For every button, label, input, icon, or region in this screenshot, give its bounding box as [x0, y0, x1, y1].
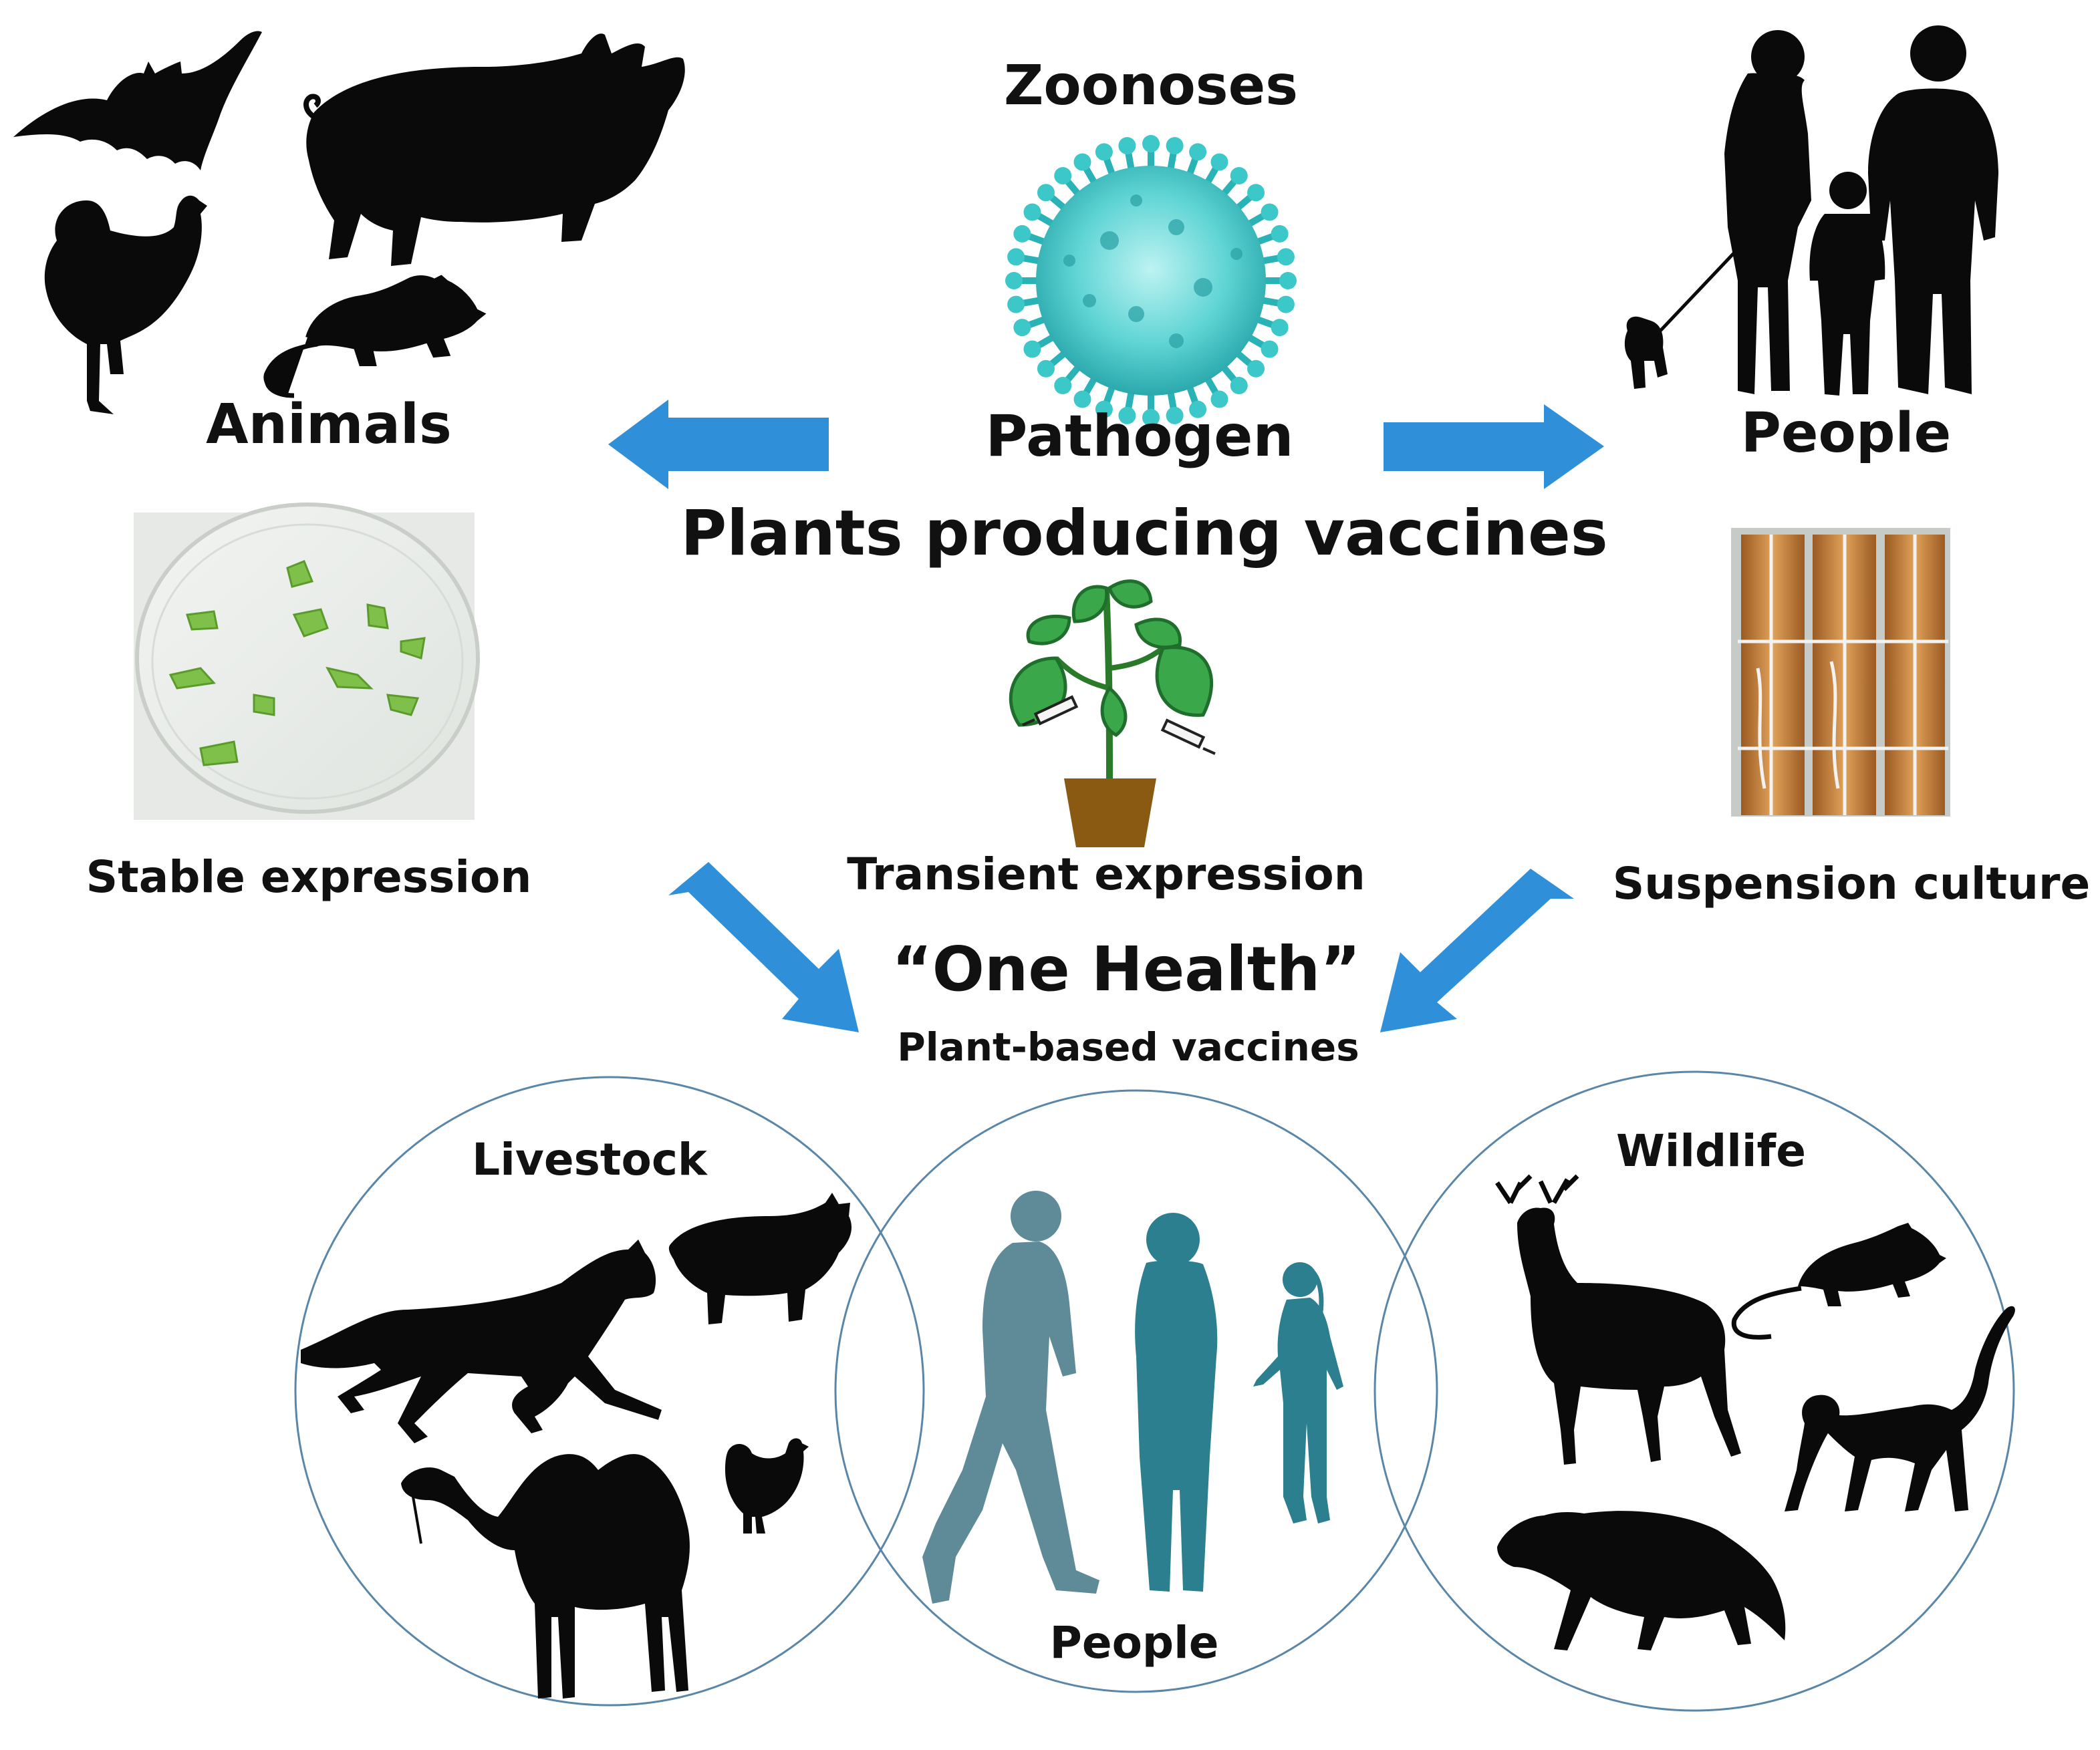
virus-spike-tip — [1054, 377, 1072, 395]
arrow-right-to-people — [1384, 404, 1604, 489]
chicken-icon — [44, 195, 208, 414]
virus-spike-tip — [1007, 248, 1025, 266]
rat-wild-icon — [1731, 1223, 1946, 1340]
virus-spike-tip — [1054, 166, 1072, 184]
monkey-icon — [1785, 1306, 2015, 1511]
plant-syringe-icon — [1009, 579, 1216, 847]
livestock-label: Livestock — [472, 1134, 707, 1185]
virus-spike-tip — [1023, 340, 1041, 358]
virus-spike-tip — [1210, 153, 1228, 171]
bioreactor-photo — [1731, 528, 1950, 817]
stable-expression-label: Stable expression — [86, 851, 532, 903]
virus-spike-tip — [1230, 377, 1248, 395]
virus-spike-tip — [1271, 319, 1289, 337]
virus-spike-tip — [1037, 359, 1055, 378]
arrow-diag-right — [1380, 869, 1574, 1032]
people-top-label: People — [1740, 402, 1952, 465]
wildlife-circle — [1373, 1070, 2015, 1712]
suspension-culture-label: Suspension culture — [1612, 858, 2091, 909]
wildlife-label: Wildlife — [1615, 1125, 1807, 1177]
hen-icon — [725, 1438, 809, 1534]
one-health-label: “One Health” — [892, 933, 1361, 1005]
virus-spike-tip — [1007, 295, 1025, 313]
virus-spike-tip — [1023, 203, 1041, 221]
rat-icon — [263, 275, 487, 398]
walking-man-icon — [922, 1191, 1099, 1604]
virus-spike-tip — [1037, 184, 1055, 202]
virus-spike-tip — [1189, 400, 1207, 418]
virus-spike-tip — [1261, 340, 1279, 358]
pig-icon — [303, 33, 685, 266]
plants-producing-label: Plants producing vaccines — [680, 497, 1608, 570]
virus-spike-tip — [1095, 400, 1113, 418]
bat-icon — [13, 31, 262, 170]
people-bottom-label: People — [1049, 1617, 1219, 1668]
people-circle — [834, 1089, 1438, 1693]
virus-spike-tip — [1230, 166, 1248, 184]
virus-spike-tip — [1279, 272, 1297, 289]
family-icon — [1624, 25, 1998, 396]
animals-label: Animals — [206, 393, 452, 456]
virus-spike-tip — [1142, 409, 1160, 426]
zoonoses-label: Zoonoses — [1003, 54, 1299, 118]
virus-spike-tip — [1142, 135, 1160, 152]
transient-expression-label: Transient expression — [847, 849, 1365, 900]
virus-spike-tip — [1166, 406, 1184, 424]
arrow-left-to-animals — [608, 400, 829, 489]
virus-spike-tip — [1073, 153, 1091, 171]
pathogen-label: Pathogen — [985, 403, 1294, 470]
virus-spike-tip — [1247, 359, 1265, 378]
wolf-icon — [1497, 1511, 1786, 1650]
virus-spike-tip — [1277, 295, 1295, 313]
petri-dish-photo — [134, 502, 480, 820]
virus-spike-tip — [1013, 319, 1031, 337]
woman-icon — [1135, 1213, 1218, 1592]
virus-spike-tip — [1095, 143, 1113, 161]
virus-spike-tip — [1261, 203, 1279, 221]
virus-spike-tip — [1166, 137, 1184, 155]
virus-spike-tip — [1118, 406, 1136, 424]
virus-spike-tip — [1073, 390, 1091, 408]
arrow-diag-left — [668, 862, 859, 1032]
virus-spike-tip — [1277, 248, 1295, 266]
virus-spike-tip — [1189, 143, 1207, 161]
virus-spike-tip — [1210, 390, 1228, 408]
camel-icon — [401, 1454, 690, 1699]
girl-icon — [1253, 1262, 1343, 1523]
pig-small-icon — [668, 1193, 852, 1324]
virus-spike-tip — [1247, 184, 1265, 202]
venn-circles — [294, 1070, 2015, 1712]
horse-icon — [301, 1239, 662, 1443]
virus-icon — [1005, 135, 1297, 426]
virus-spike-tip — [1005, 272, 1023, 289]
virus-spike-tip — [1118, 137, 1136, 155]
virus-spike-tip — [1271, 225, 1289, 243]
plant-based-vaccines-label: Plant-based vaccines — [897, 1024, 1359, 1070]
deer-icon — [1495, 1174, 1741, 1465]
virus-spike-tip — [1013, 225, 1031, 243]
livestock-circle — [294, 1076, 925, 1707]
